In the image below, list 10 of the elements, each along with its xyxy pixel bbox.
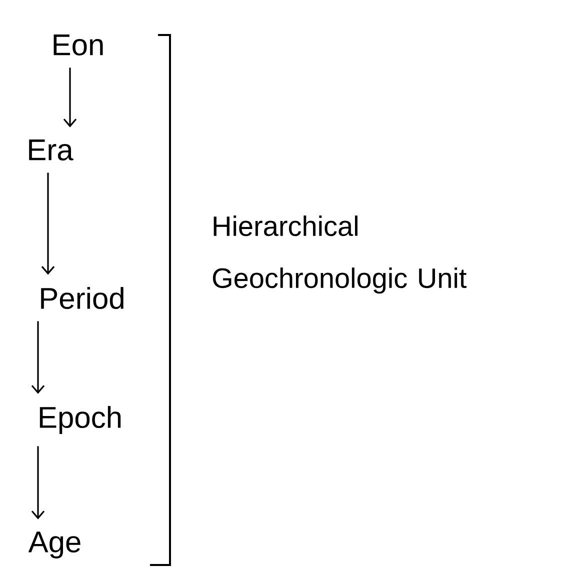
unit-label: Period (41, 286, 124, 310)
unit-label: Eon (54, 34, 103, 56)
arrow (41, 172, 55, 275)
arrow (63, 68, 77, 128)
bracket-label: Hierarchical Geochronologic Unit (212, 216, 467, 294)
unit-label: Age (28, 532, 80, 558)
unit-label: Era (29, 140, 74, 160)
unit-label: Epoch (40, 406, 121, 434)
arrow (31, 446, 45, 520)
arrow (31, 321, 45, 394)
